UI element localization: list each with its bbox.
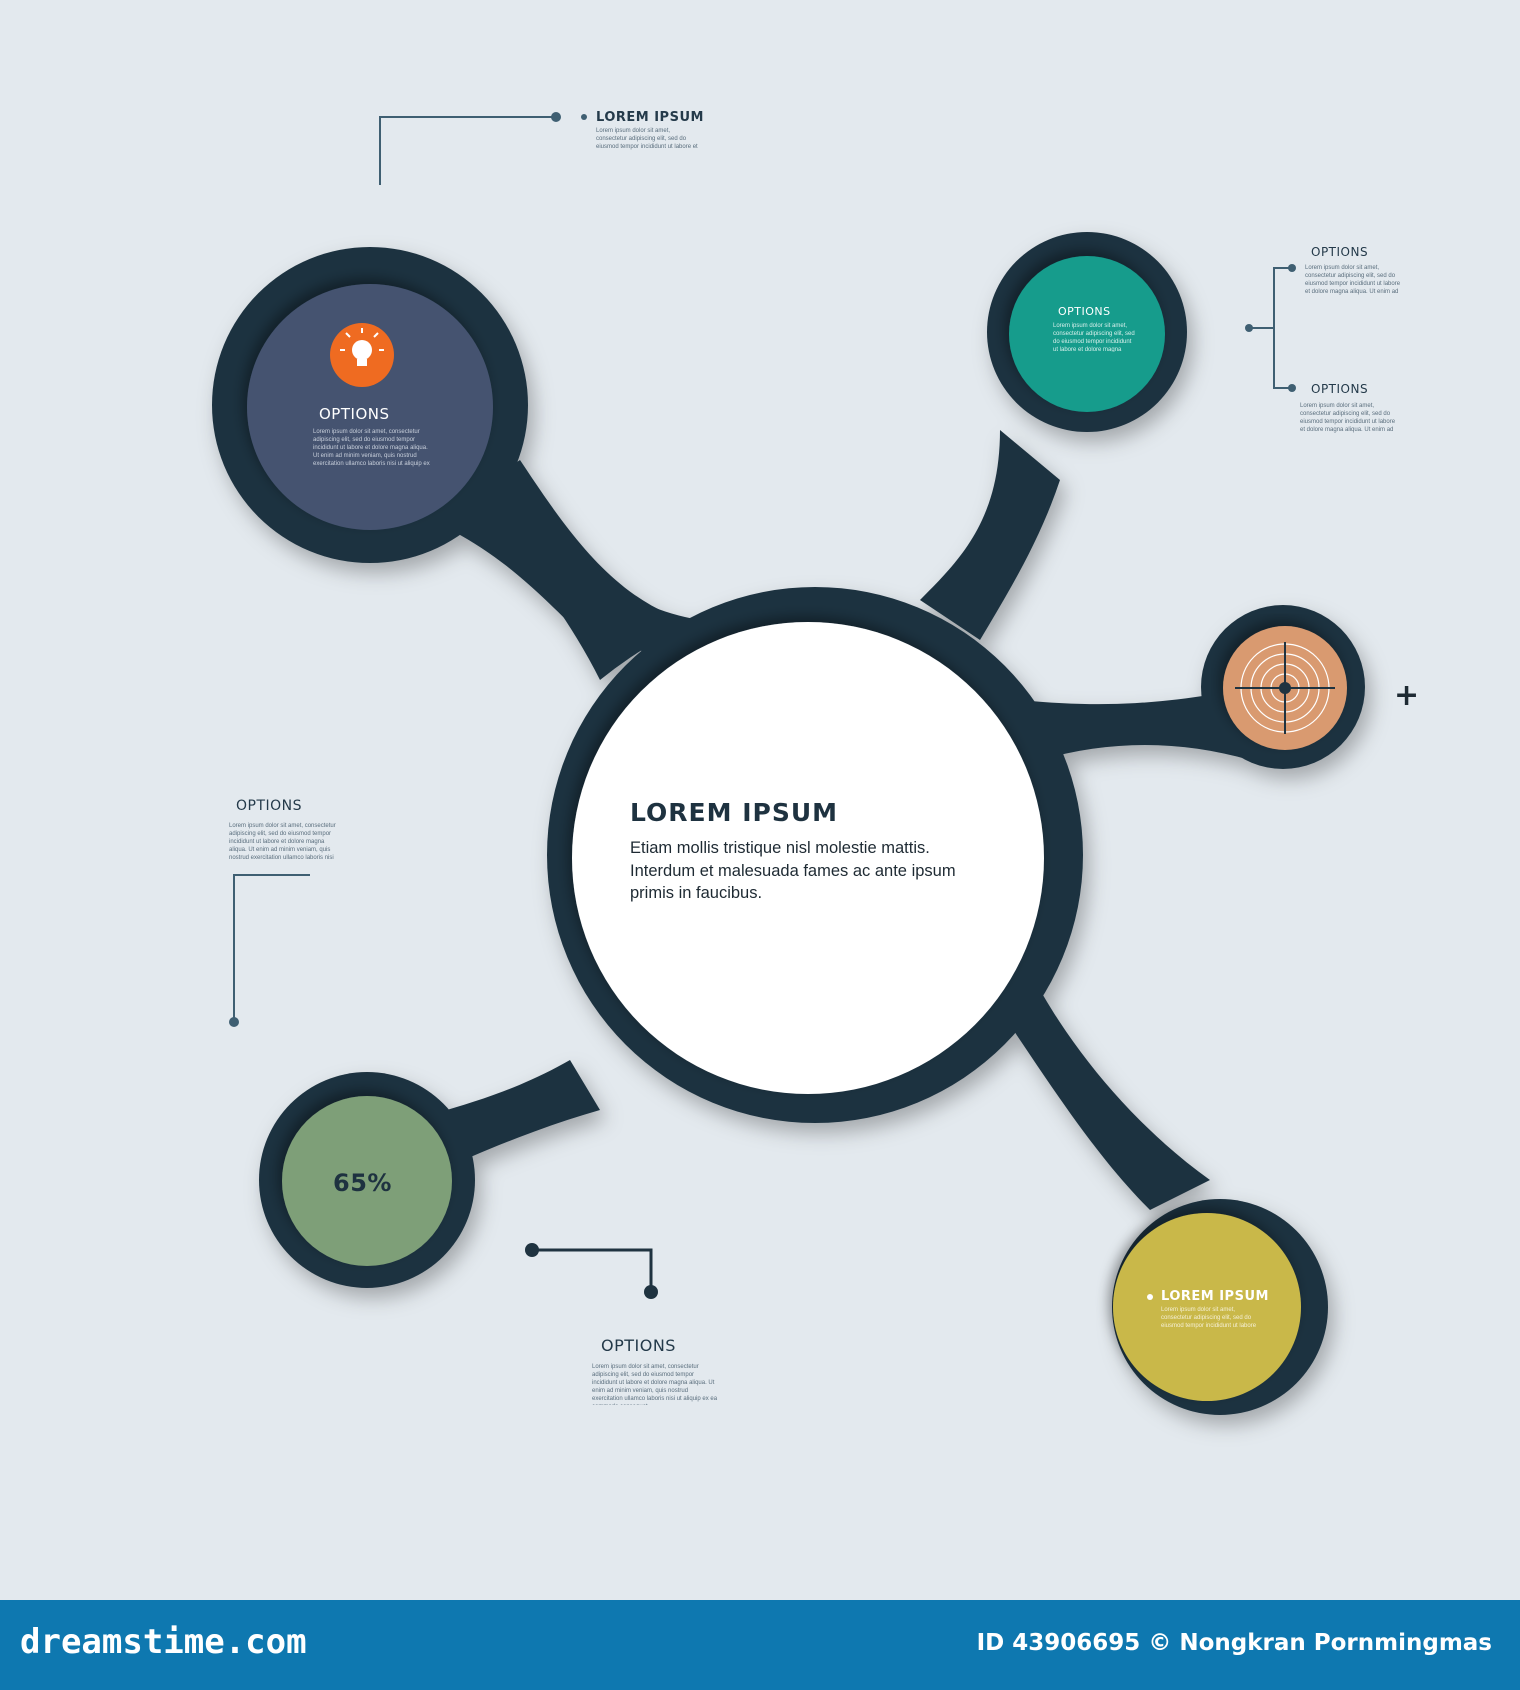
node-top-left bbox=[247, 284, 493, 530]
callout-right-bottom-label: OPTIONS bbox=[1311, 382, 1369, 396]
node-top-right-text: Lorem ipsum dolor sit amet, consectetur … bbox=[1053, 323, 1135, 352]
node-bottom-right-label: LOREM IPSUM bbox=[1161, 1289, 1269, 1304]
callout-top-text: Lorem ipsum dolor sit amet, consectetur … bbox=[596, 128, 698, 150]
node-top-left-text: Lorem ipsum dolor sit amet, consectetur … bbox=[313, 429, 430, 467]
node-top-right bbox=[1009, 256, 1165, 412]
center-body: Etiam mollis tristique nisl molestie mat… bbox=[630, 839, 956, 902]
node-top-right-label: OPTIONS bbox=[1058, 305, 1111, 318]
node-bottom-left bbox=[282, 1096, 452, 1266]
callout-lines bbox=[233, 116, 1292, 1292]
plus-icon: + bbox=[1394, 678, 1420, 713]
footer-brand[interactable]: dreamstime.com bbox=[20, 1622, 307, 1662]
callout-right-top-text: Lorem ipsum dolor sit amet, consectetur … bbox=[1305, 265, 1401, 295]
node-bottom-right bbox=[1113, 1213, 1301, 1401]
node-bottom-right-text: Lorem ipsum dolor sit amet, consectetur … bbox=[1161, 1307, 1257, 1329]
callout-left-label: OPTIONS bbox=[236, 798, 303, 814]
callout-right-bottom-text: Lorem ipsum dolor sit amet, consectetur … bbox=[1300, 403, 1396, 433]
target-icon bbox=[1235, 642, 1335, 734]
callout-bottom-label: OPTIONS bbox=[601, 1336, 676, 1355]
callout-top-label: LOREM IPSUM bbox=[596, 110, 704, 125]
callout-bottom-text: Lorem ipsum dolor sit amet, consectetur … bbox=[592, 1364, 718, 1405]
node-top-left-label: OPTIONS bbox=[319, 405, 390, 423]
metaball-diagram bbox=[212, 112, 1365, 1415]
callout-dots bbox=[229, 112, 1296, 1300]
footer-credit: ID 43906695 © Nongkran Pornmingmas bbox=[976, 1630, 1492, 1656]
center-circle bbox=[572, 622, 1044, 1094]
lightbulb-icon bbox=[330, 323, 394, 387]
percent-value: 65% bbox=[333, 1169, 392, 1197]
center-title: LOREM IPSUM bbox=[630, 798, 839, 827]
center-text-block: LOREM IPSUM Etiam mollis tristique nisl … bbox=[630, 798, 960, 905]
callout-right-top-label: OPTIONS bbox=[1311, 245, 1369, 259]
callout-left-text: Lorem ipsum dolor sit amet, consectetur … bbox=[229, 823, 336, 861]
footer-bar: dreamstime.com ID 43906695 © Nongkran Po… bbox=[0, 1600, 1520, 1690]
